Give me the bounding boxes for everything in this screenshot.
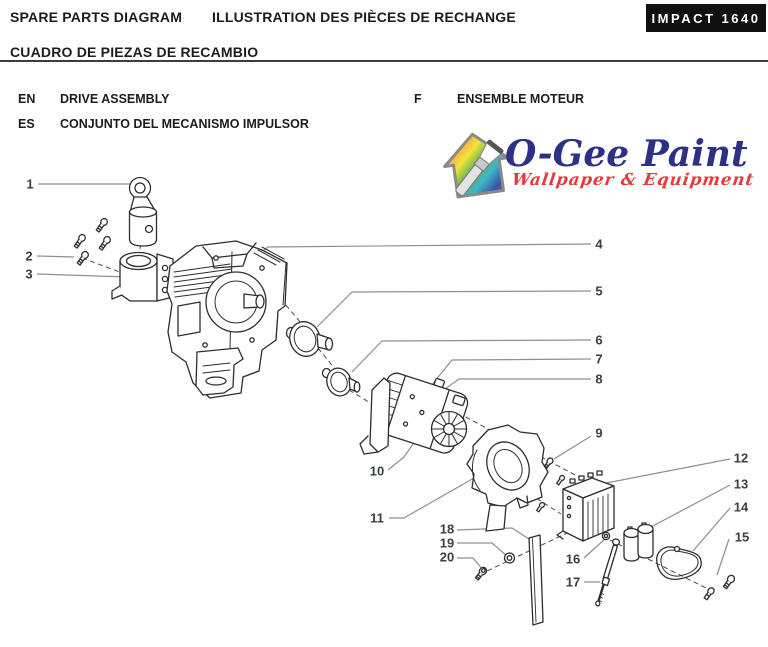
part-shim-strip (528, 534, 544, 626)
page-title-fr: ILLUSTRATION DES PIÈCES DE RECHANGE (212, 9, 516, 25)
legend-label-es: CONJUNTO DEL MECANISMO IMPULSOR (60, 117, 309, 131)
page-title-en: SPARE PARTS DIAGRAM (10, 9, 183, 25)
callout-14: 14 (733, 499, 749, 515)
callout-4: 4 (595, 236, 603, 252)
legend-code-es: ES (18, 117, 35, 131)
part-mounting-screws (73, 217, 111, 266)
part-capacitor (623, 522, 654, 562)
callout-17: 17 (565, 574, 581, 590)
legend-label-en: DRIVE ASSEMBLY (60, 92, 170, 106)
callout-2: 2 (25, 248, 33, 264)
callout-9: 9 (595, 425, 603, 441)
part-gasket (656, 545, 702, 580)
callout-18: 18 (439, 521, 455, 537)
part-screw-15 (722, 574, 736, 590)
callout-1: 1 (26, 176, 34, 192)
part-gear-housing (166, 240, 288, 399)
part-nut-16 (601, 531, 611, 541)
callout-13: 13 (733, 476, 749, 492)
part-motor-shroud (466, 424, 549, 532)
legend-label-fr: ENSEMBLE MOTEUR (457, 92, 585, 106)
callout-11: 11 (370, 510, 384, 526)
part-control-rod (595, 538, 621, 607)
part-connecting-rod (128, 176, 158, 247)
paint-brush-icon (455, 139, 504, 197)
legend-code-en: EN (18, 92, 36, 106)
callout-12: 12 (733, 450, 749, 466)
callout-16: 16 (565, 551, 581, 567)
callout-10: 10 (369, 463, 385, 479)
model-badge: IMPACT 1640 (646, 4, 766, 32)
page-title-es: CUADRO DE PIEZAS DE RECAMBIO (10, 44, 259, 60)
callout-20: 20 (439, 549, 455, 565)
callout-6: 6 (595, 332, 603, 348)
callout-7: 7 (595, 351, 603, 367)
part-control-block (556, 470, 615, 542)
part-rod-clamp (111, 251, 174, 302)
callout-5: 5 (595, 283, 603, 299)
part-screw-20 (474, 566, 488, 581)
part-washer-19 (503, 552, 516, 564)
callout-19: 19 (439, 535, 455, 551)
header-divider (0, 60, 768, 62)
callout-8: 8 (595, 371, 603, 387)
ogee-logo-name: O-Gee Paint (505, 133, 748, 175)
part-small-gear (321, 367, 361, 397)
part-shroud-screws (535, 474, 566, 513)
legend-code-fr: F (414, 92, 422, 106)
part-screw-axis (703, 587, 715, 601)
callout-3: 3 (25, 266, 33, 282)
part-motor (359, 372, 469, 455)
callout-15: 15 (734, 529, 750, 545)
model-badge-label: IMPACT 1640 (651, 10, 761, 26)
ogee-house-icon (443, 132, 510, 199)
part-large-gear (285, 321, 334, 357)
